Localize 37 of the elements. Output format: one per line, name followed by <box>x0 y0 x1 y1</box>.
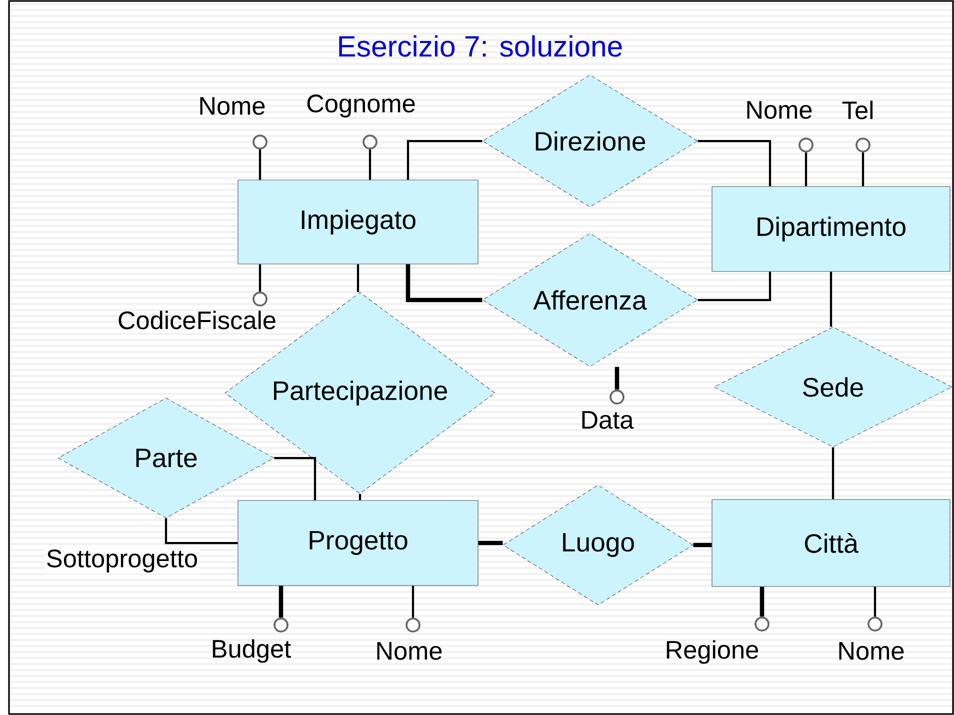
attribute-label: Nome <box>747 101 812 119</box>
entity-box: Impiegato <box>238 180 478 264</box>
connector-line <box>862 152 864 186</box>
connector-line <box>614 366 620 390</box>
connector-line <box>830 272 832 327</box>
connector-line <box>412 586 414 618</box>
connector-line <box>274 456 316 500</box>
connector-line <box>693 542 712 548</box>
connector-line <box>478 540 503 546</box>
connector-line <box>356 264 360 292</box>
attribute-label: Data <box>582 411 634 429</box>
connector-line <box>832 447 834 500</box>
entity-box: Dipartimento <box>712 186 950 272</box>
connector-line <box>258 149 262 180</box>
attribute-label: Nome <box>839 642 904 660</box>
connector-line <box>874 586 876 617</box>
role-label: Sottoprogetto <box>44 548 200 574</box>
attribute-label: Regione <box>666 640 758 664</box>
connector-line <box>698 140 772 186</box>
connector-line <box>164 518 238 544</box>
connector-line <box>406 140 482 180</box>
connector-line <box>278 586 284 618</box>
attribute-label: Tel <box>842 100 873 120</box>
connector-line <box>406 264 482 302</box>
entity-box: Città <box>712 499 950 587</box>
attribute-label: Nome <box>377 642 442 660</box>
connector-line <box>760 586 764 617</box>
title: Esercizio 7: soluzione <box>339 35 622 57</box>
connector-line <box>698 272 772 302</box>
attribute-label: Nome <box>200 97 265 115</box>
entity-box: Progetto <box>238 500 478 586</box>
connector-line <box>258 264 262 292</box>
connector-line <box>358 494 362 500</box>
connector-line <box>804 152 808 186</box>
attribute-label: Cognome <box>307 94 415 118</box>
connector-line <box>368 149 372 180</box>
attribute-label: Budget <box>212 639 291 663</box>
